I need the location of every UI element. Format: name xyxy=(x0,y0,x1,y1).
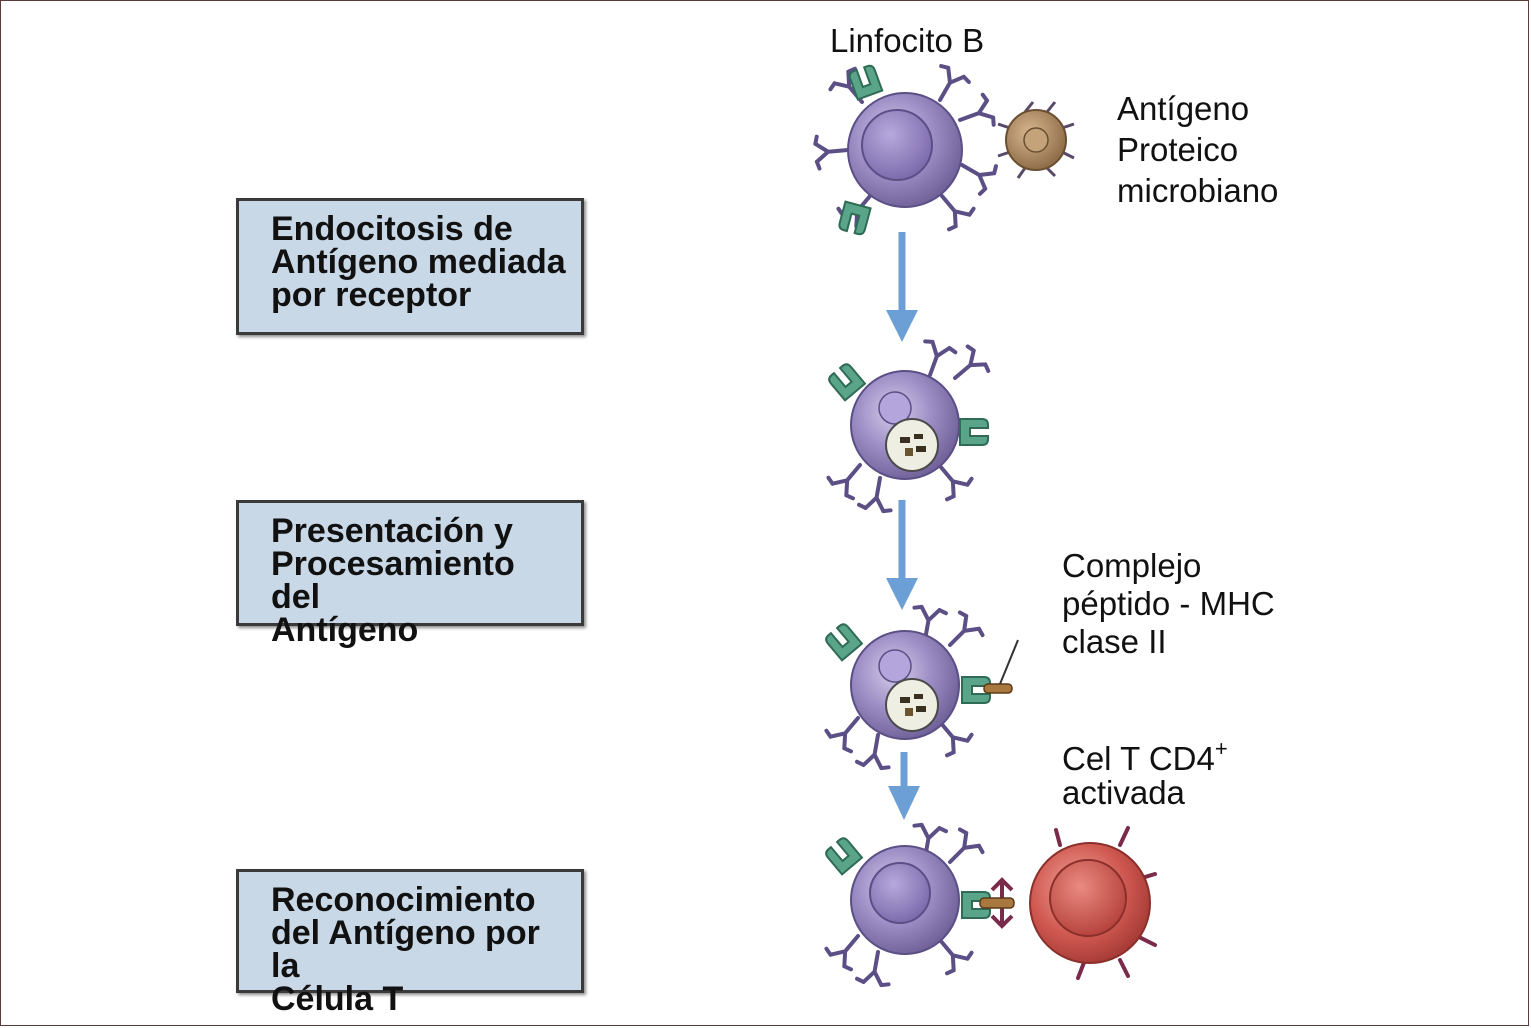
down-arrow-icon xyxy=(886,232,918,342)
label-activated-t-cell: Cel T CD4+ activada xyxy=(1062,732,1228,810)
label-antigen: Antígeno Proteico microbiano xyxy=(1117,90,1279,209)
t-cell-icon xyxy=(979,826,1157,980)
step-box-endocytosis: Endocitosis de Antígeno mediada por rece… xyxy=(236,198,584,335)
t-cell-label-prefix: Cel T CD4 xyxy=(1062,740,1215,777)
b-lymphocyte-icon xyxy=(812,62,1000,237)
t-cell-label-superscript: + xyxy=(1214,736,1228,761)
step-box-presentation: Presentación y Procesamiento del Antígen… xyxy=(236,500,584,647)
b-lymphocyte-icon xyxy=(825,337,992,515)
label-peptide-mhc-complex: Complejo péptido - MHC clase II xyxy=(1062,547,1275,660)
down-arrow-icon xyxy=(886,500,918,610)
step-box-recognition: Reconocimiento del Antígeno por la Célul… xyxy=(236,869,584,1016)
down-arrow-icon xyxy=(888,752,920,820)
antigen-icon xyxy=(997,101,1075,179)
b-lymphocyte-icon xyxy=(823,821,991,989)
label-b-lymphocyte: Linfocito B xyxy=(830,22,985,59)
b-lymphocyte-icon xyxy=(823,603,1019,772)
t-cell-label-suffix: activada xyxy=(1062,774,1185,811)
